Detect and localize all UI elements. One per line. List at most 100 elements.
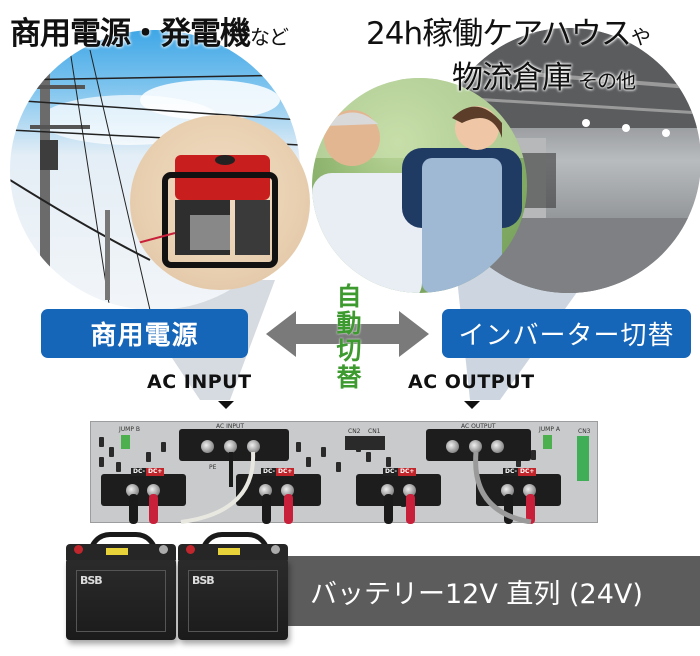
battery-image-2: BSB [178,532,288,640]
jump-b-connector [121,435,130,449]
vent [146,452,151,462]
right-title-line1: 24h稼働ケアハウスや [366,8,651,53]
cn2-label: CN2 [348,428,361,435]
double-arrow-icon [266,311,429,357]
cn1-label: CN1 [368,428,381,435]
vent [161,442,166,452]
right-title-line1-main: 24h稼働ケアハウス [366,16,632,52]
ac-output-panel-label: AC OUTPUT [461,423,496,430]
auto-switch-char: 動 [336,309,362,338]
dc-cable-red [406,494,415,524]
screw [126,484,139,497]
dc-cable-red [149,494,158,524]
screw [403,484,416,497]
screw [501,484,514,497]
commercial-power-label: 商用電源 [41,309,248,358]
right-title-line1-suffix: や [630,25,651,49]
cn-ports [345,436,385,450]
cn3-label: CN3 [578,428,591,435]
dc-plus-tag: DC+ [276,468,295,476]
vent [336,462,341,472]
jump-a-label: JUMP A [539,426,560,433]
dc-minus-tag: DC- [131,468,148,476]
inverter-switch-label: インバーター切替 [442,309,691,358]
jump-b-label: JUMP B [119,426,140,433]
dc-cable-black [262,494,271,524]
positive-terminal-icon [186,545,195,554]
battery-sticker [218,548,240,555]
ac-input-label: AC INPUT [147,371,252,393]
vent [306,457,311,467]
dc-plus-tag: DC+ [398,468,417,476]
vent [516,457,521,467]
battery-image-1: BSB [66,532,176,640]
vent [366,452,371,462]
jump-a-connector [543,435,552,449]
battery-label-panel [188,570,278,632]
battery-handle [88,532,158,554]
battery-brand: BSB [80,574,103,587]
vent [116,462,121,472]
screw [491,440,504,453]
left-title-suffix: など [250,25,289,49]
auto-switch-text: 自 動 切 替 [333,283,365,391]
negative-terminal-icon [271,545,280,554]
inverter-rear-panel-image: JUMP B JUMP A CN3 AC INPUT PE CN2 CN1 AC… [90,421,598,524]
dc-cable-red [284,494,293,524]
battery-brand: BSB [192,574,215,587]
dc-plus-tag: DC+ [146,468,165,476]
dc-cable-black [504,494,513,524]
dc-terminal-block [356,474,441,506]
dc-cable-black [384,494,393,524]
generator-image [130,115,310,290]
screw [281,484,294,497]
vent [99,437,104,447]
dc-minus-tag: DC- [261,468,278,476]
care-house-image [312,78,527,293]
battery-handle [200,532,270,554]
screw [224,440,237,453]
cn3-connector [577,436,589,481]
screw [446,440,459,453]
screw [259,484,272,497]
vent [109,447,114,457]
pe-label: PE [209,464,217,471]
vent [321,447,326,457]
auto-switch-char: 切 [336,336,362,365]
vent [531,450,536,460]
dc-cable-black [129,494,138,524]
screw [523,484,536,497]
generator-illustration [130,155,278,268]
screw [247,440,260,453]
vent [386,457,391,467]
caregiver-illustration [312,78,527,293]
ac-input-down-arrow-icon [218,401,234,409]
right-title-line2-suffix: その他 [578,69,636,93]
battery-label-panel [76,570,166,632]
dc-minus-tag: DC- [503,468,520,476]
right-title-line2: 物流倉庫その他 [452,52,636,97]
battery-caption: バッテリー12V 直列 (24V) [310,578,643,610]
vent [99,457,104,467]
ac-input-panel-label: AC INPUT [216,423,245,430]
right-title-line2-main: 物流倉庫 [452,60,573,96]
dc-plus-tag: DC+ [518,468,537,476]
screw [201,440,214,453]
ac-output-label: AC OUTPUT [408,371,535,393]
dc-cable-red [526,494,535,524]
vent [296,442,301,452]
ac-cables [180,451,532,524]
dc-minus-tag: DC- [383,468,400,476]
screw [147,484,160,497]
dc-terminal-block [101,474,186,506]
left-title: 商用電源・発電機など [10,8,289,53]
screw [469,440,482,453]
positive-terminal-icon [74,545,83,554]
negative-terminal-icon [159,545,168,554]
auto-switch-char: 替 [336,363,362,392]
battery-caption-band: バッテリー12V 直列 (24V) [222,556,700,626]
left-title-main: 商用電源・発電機 [10,16,251,52]
screw [381,484,394,497]
battery-sticker [106,548,128,555]
auto-switch-char: 自 [336,282,362,311]
